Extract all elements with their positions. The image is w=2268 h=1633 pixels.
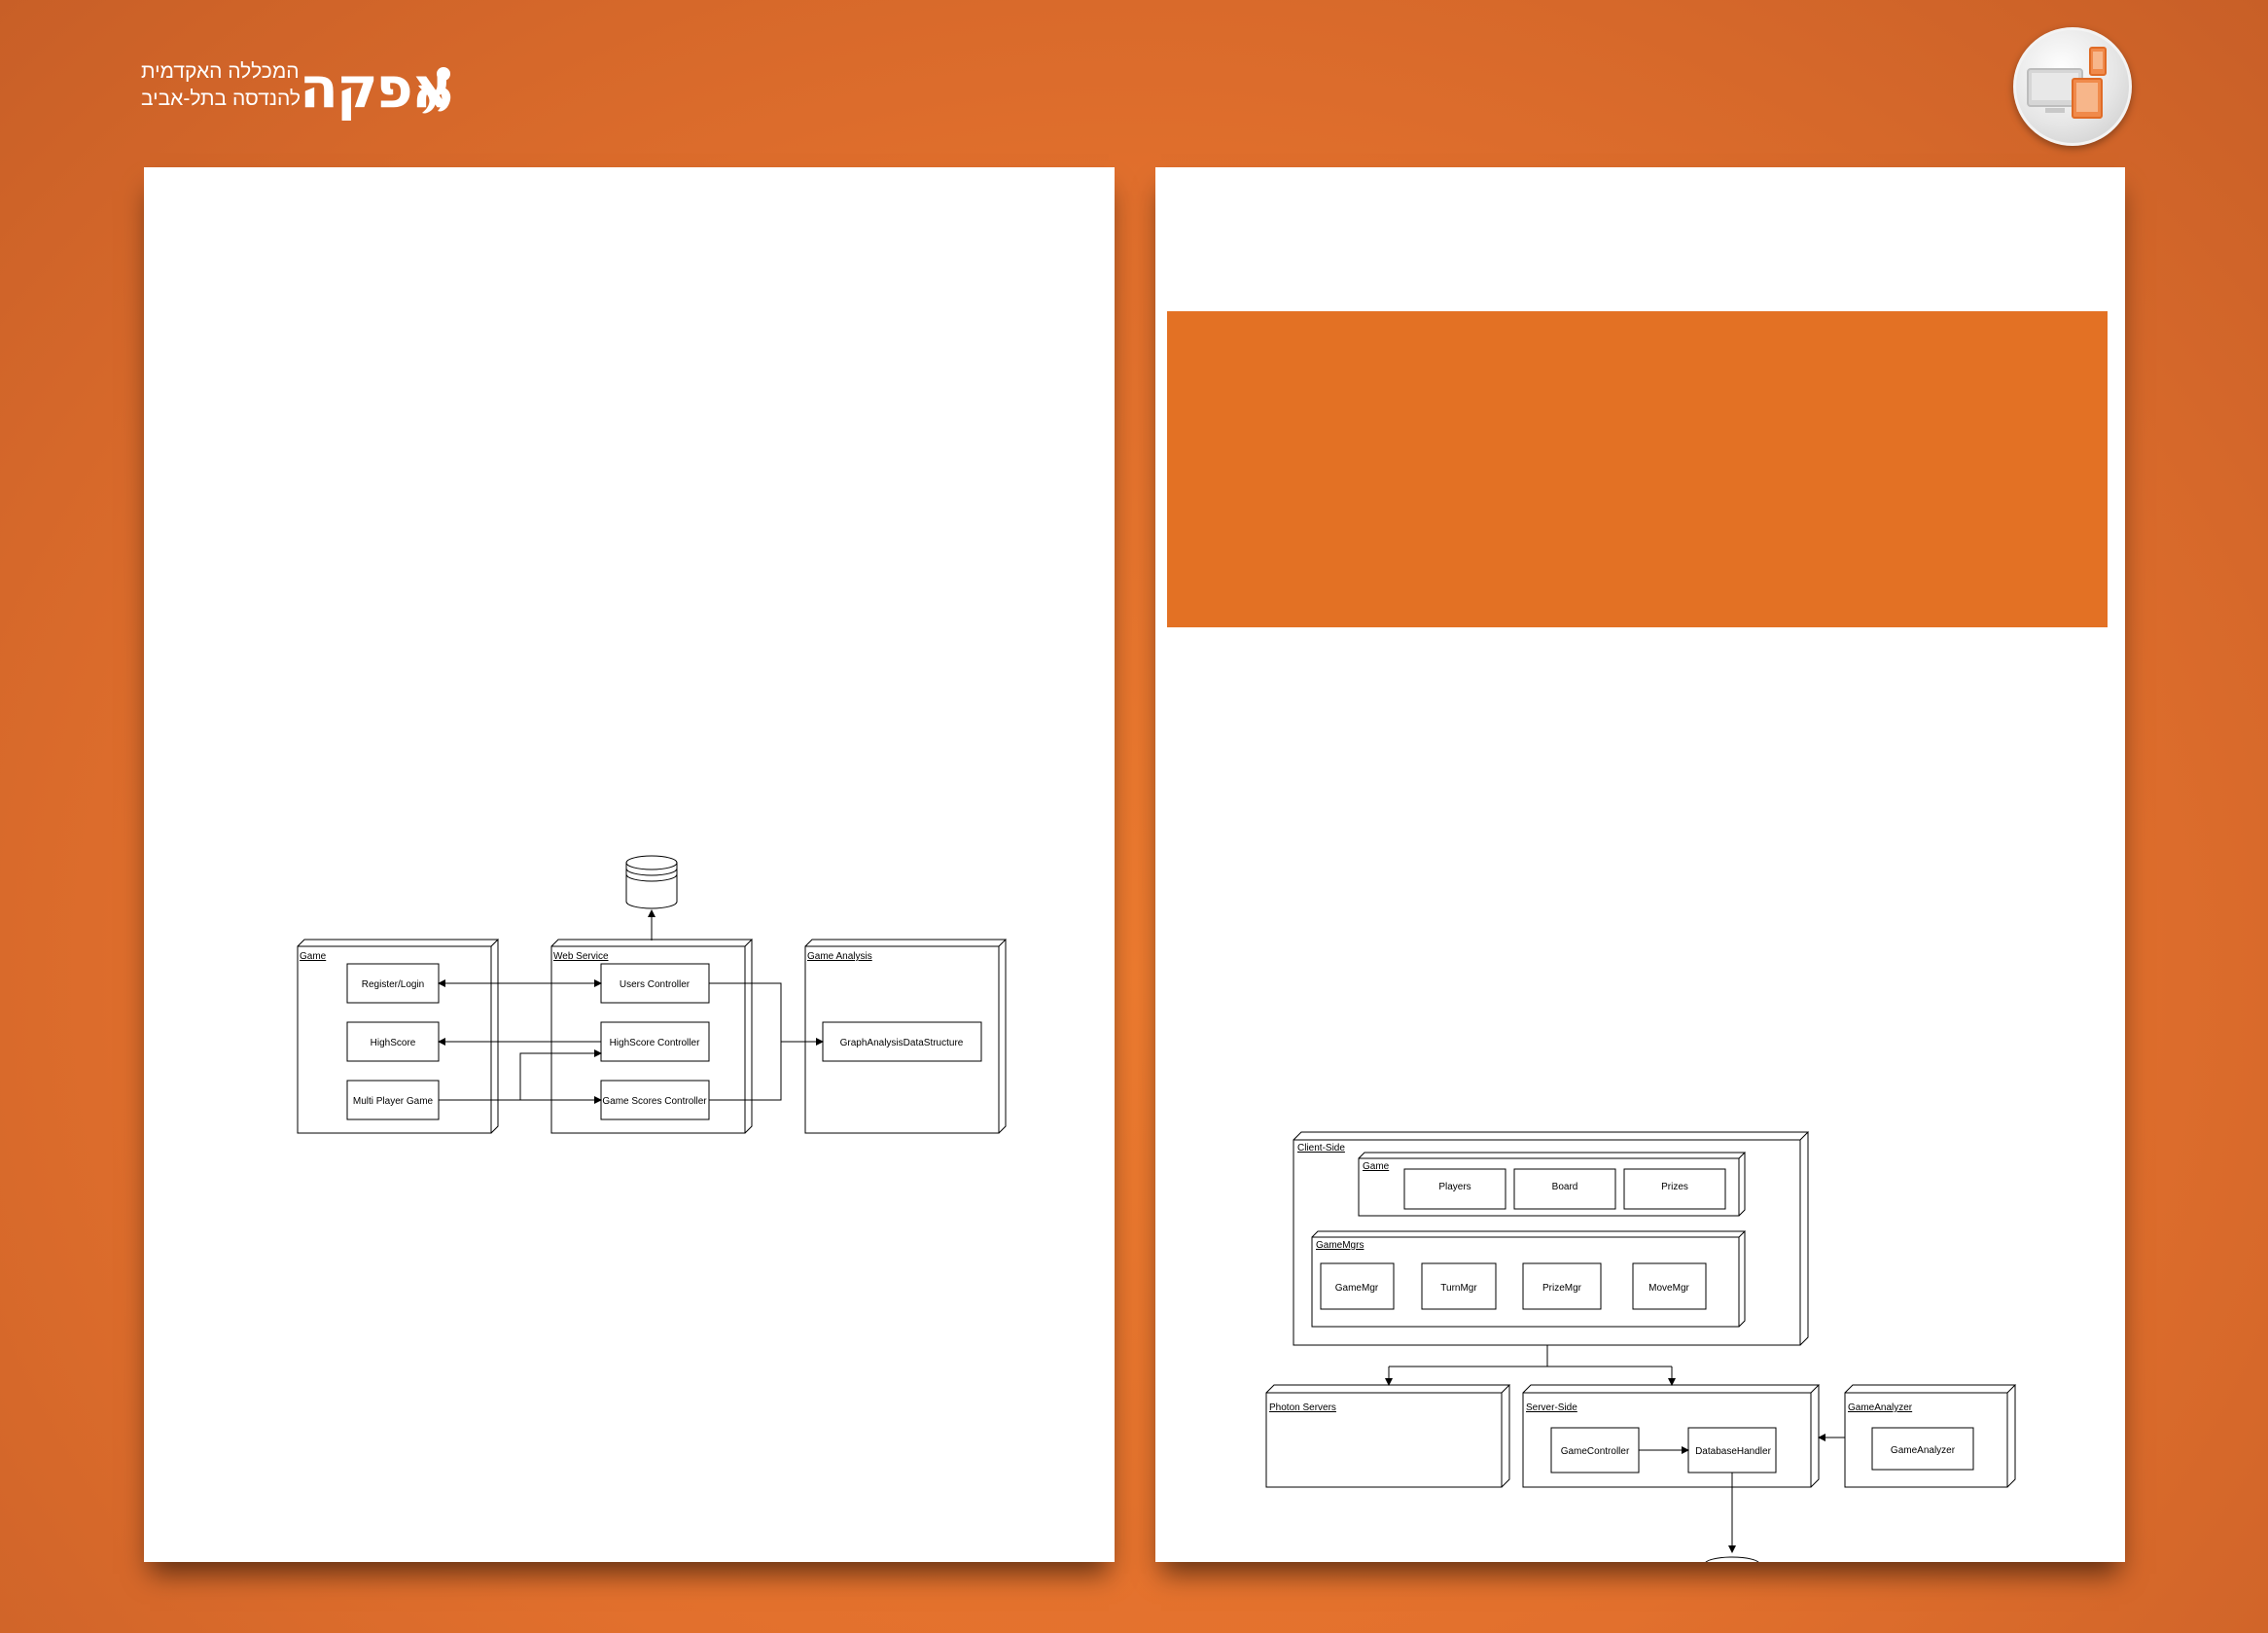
highscore-controller-label: HighScore Controller [610,1038,700,1048]
logo-line-1: המכללה האקדמית [141,60,300,83]
turnmgr-label: TurnMgr [1440,1283,1477,1294]
college-logo: המכללה האקדמית להנדסה בתל-אביב אפקה [136,56,457,124]
game-analysis-node [804,939,1008,1134]
game-subnode-title: Game [1363,1161,1390,1172]
web-service-node-title: Web Service [553,951,609,962]
movemgr-label: MoveMgr [1648,1283,1689,1294]
server-side-title: Server-Side [1526,1402,1577,1413]
gamecontroller-label: GameController [1561,1446,1630,1457]
logo-mark-icon [418,67,451,114]
highscore-label: HighScore [371,1038,416,1048]
gamemgrs-title: GameMgrs [1316,1240,1364,1251]
databasehandler-label: DatabaseHandler [1695,1446,1771,1457]
board-label: Board [1552,1182,1578,1192]
client-side-title: Client-Side [1297,1143,1345,1154]
game-subnode [1358,1152,1747,1217]
game-analysis-node-title: Game Analysis [807,951,872,962]
logo-line-2: להנדסה בתל-אביב [141,88,301,110]
server-side-node [1522,1384,1821,1488]
right-architecture-diagram: Client-Side Game Players Board Prizes Ga… [1265,1131,2017,1562]
database-icon [625,855,678,909]
game-analyzer-component-label: GameAnalyzer [1891,1445,1956,1456]
gamemgr-label: GameMgr [1335,1283,1379,1294]
multi-player-game-label: Multi Player Game [353,1096,434,1107]
database-icon [1705,1556,1759,1562]
register-login-label: Register/Login [362,979,424,990]
gamemgrs-subnode [1311,1230,1747,1328]
game-analyzer-title: GameAnalyzer [1848,1402,1913,1413]
prizes-label: Prizes [1661,1182,1688,1192]
photon-servers-node [1265,1384,1511,1488]
devices-icon [2027,47,2107,119]
left-architecture-diagram: Game Web Service Game Analysis Register/… [297,855,1008,1134]
devices-badge [2013,27,2132,146]
graph-analysis-label: GraphAnalysisDataStructure [840,1038,964,1048]
game-analyzer-node [1844,1384,2017,1488]
left-page: Game Web Service Game Analysis Register/… [144,167,1115,1562]
orange-highlight-box [1167,311,2108,627]
game-scores-controller-label: Game Scores Controller [602,1096,707,1107]
users-controller-label: Users Controller [620,979,691,990]
game-node-title: Game [300,951,327,962]
prizemgr-label: PrizeMgr [1542,1283,1582,1294]
right-page: Client-Side Game Players Board Prizes Ga… [1155,167,2125,1562]
players-label: Players [1438,1182,1471,1192]
photon-servers-title: Photon Servers [1269,1402,1336,1413]
game-node [297,939,500,1134]
web-service-node [550,939,754,1134]
